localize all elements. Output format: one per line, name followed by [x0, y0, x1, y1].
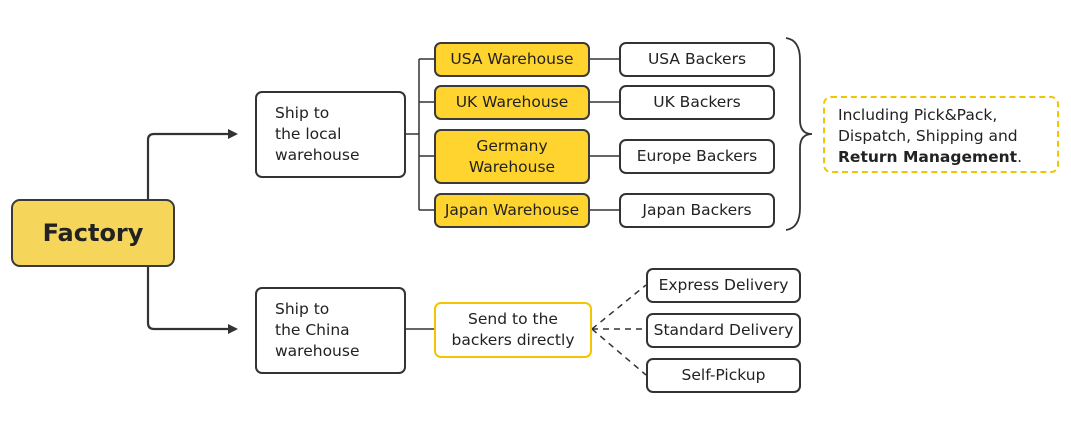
ship-local-line-2: the local	[275, 125, 342, 143]
europe-backers-label: Europe Backers	[636, 147, 758, 165]
usa-warehouse-label: USA Warehouse	[450, 50, 574, 68]
uk-warehouse-label: UK Warehouse	[455, 93, 569, 111]
uk-backers-box: UK Backers	[619, 85, 775, 120]
japan-backers-label: Japan Backers	[642, 201, 752, 219]
ship-local-line-1: Ship to	[275, 104, 330, 122]
standard-delivery-label: Standard Delivery	[653, 321, 794, 339]
japan-warehouse-box: Japan Warehouse	[434, 193, 590, 228]
usa-backers-box: USA Backers	[619, 42, 775, 77]
japan-backers-box: Japan Backers	[619, 193, 775, 228]
group-brace	[785, 37, 813, 231]
express-delivery-label: Express Delivery	[658, 276, 789, 294]
factory-label: Factory	[42, 218, 144, 247]
delivery-branch-lines	[591, 284, 647, 376]
ship-china-line-1: Ship to	[275, 300, 330, 318]
self-pickup-label: Self-Pickup	[681, 366, 766, 384]
ship-china-line-2: the China	[275, 321, 350, 339]
uk-warehouse-box: UK Warehouse	[434, 85, 590, 120]
factory-box: Factory	[11, 199, 175, 267]
self-pickup-box: Self-Pickup	[646, 358, 801, 393]
factory-to-local-arrow	[146, 129, 238, 199]
express-delivery-box: Express Delivery	[646, 268, 801, 303]
services-note: Including Pick&Pack, Dispatch, Shipping …	[823, 96, 1059, 173]
local-branch-lines	[406, 58, 619, 330]
usa-warehouse-box: USA Warehouse	[434, 42, 590, 77]
send-directly-box: Send to the backers directly	[434, 302, 592, 358]
japan-warehouse-label: Japan Warehouse	[444, 201, 580, 219]
ship-china-box: Ship to the China warehouse	[255, 287, 406, 374]
standard-delivery-box: Standard Delivery	[646, 313, 801, 348]
services-note-line-2: Dispatch, Shipping and	[838, 127, 1018, 145]
germany-warehouse-line-2: Warehouse	[468, 157, 556, 176]
ship-china-line-3: warehouse	[275, 342, 360, 360]
ship-local-box: Ship to the local warehouse	[255, 91, 406, 178]
services-note-period: .	[1017, 148, 1022, 166]
usa-backers-label: USA Backers	[647, 50, 747, 68]
uk-backers-label: UK Backers	[653, 93, 741, 111]
europe-backers-box: Europe Backers	[619, 139, 775, 174]
services-note-bold: Return Management	[838, 148, 1018, 166]
send-directly-line-1: Send to the	[468, 310, 558, 328]
ship-local-line-3: warehouse	[275, 146, 360, 164]
germany-warehouse-box: Germany Warehouse	[434, 129, 590, 184]
germany-warehouse-line-1: Germany	[476, 136, 548, 155]
send-directly-line-2: backers directly	[451, 331, 575, 349]
factory-to-china-arrow	[146, 267, 238, 334]
services-note-line-3: Return Management.	[838, 147, 1047, 168]
services-note-line-1: Including Pick&Pack,	[838, 106, 998, 124]
